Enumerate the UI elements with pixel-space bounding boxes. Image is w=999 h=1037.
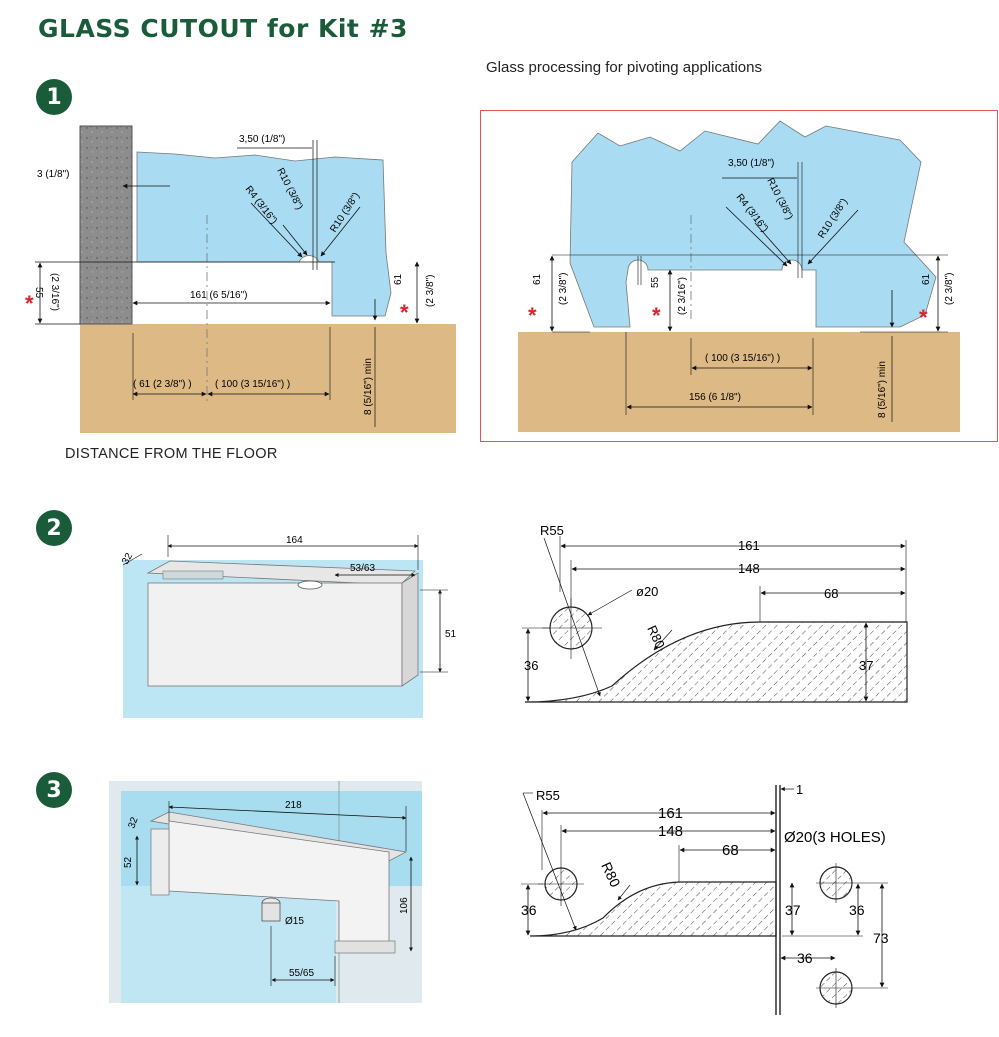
- dim-55-b: 55: [650, 276, 661, 288]
- dim-dia-20: ø20: [636, 584, 658, 599]
- dim-156: 156 (6 1/8"): [689, 392, 741, 403]
- patch-fitting-164-diagram: 164 53/63 32 51: [120, 535, 457, 718]
- cutout-profile: [524, 621, 908, 703]
- cutout-profile-3-holes-diagram: 1 R55 161 148 Ø20(3 HOLES) R80 68 36 37 …: [521, 782, 889, 1015]
- asterisk-55: *: [25, 291, 34, 316]
- dim-53-63: 53/63: [350, 563, 375, 574]
- dim-61-right-inch: (2 3/8"): [944, 273, 955, 305]
- asterisk-55-b: *: [652, 303, 661, 328]
- fitting-body: [147, 582, 403, 687]
- dim-148-b: 148: [658, 823, 683, 840]
- pivoting-frame: [480, 110, 998, 442]
- glass-panel-2: [569, 120, 937, 328]
- wall-column: [79, 125, 133, 325]
- dim-36: 36: [524, 658, 538, 673]
- dim-37: 37: [859, 658, 873, 673]
- dim-164: 164: [286, 535, 303, 546]
- dim-r55-b: R55: [536, 788, 560, 803]
- page-subtitle: Glass processing for pivoting applicatio…: [486, 59, 762, 76]
- dim-106: 106: [399, 897, 410, 914]
- pivoting-glass-processing-diagram: 3,50 (1/8") R10 (3/8") R4 (3/16") R10 (3…: [480, 110, 998, 442]
- dim-161-b: 161: [738, 538, 760, 553]
- dim-61-inch: (2 3/8"): [425, 275, 436, 307]
- asterisk-61-right: *: [919, 305, 928, 330]
- dim-8-min: 8 (5/16") min: [363, 358, 374, 415]
- asterisk-61: *: [400, 300, 409, 325]
- step-badge-1: 1: [36, 79, 72, 115]
- dim-51: 51: [445, 629, 457, 640]
- dim-55: 55: [33, 287, 44, 299]
- asterisk-61-left: *: [528, 303, 537, 328]
- dim-8-min-b: 8 (5/16") min: [877, 361, 888, 418]
- page-title: GLASS CUTOUT for Kit #3: [38, 14, 408, 43]
- dim-61: 61: [393, 273, 404, 285]
- dim-3-holes: Ø20(3 HOLES): [784, 829, 886, 846]
- dim-55-65: 55/65: [289, 968, 314, 979]
- dim-1: 1: [796, 782, 803, 797]
- dim-3-5-b: 3,50 (1/8"): [728, 158, 774, 169]
- dim-36-left: 36: [521, 902, 537, 918]
- dim-15: Ø15: [285, 916, 304, 927]
- dim-61-left: 61: [532, 273, 543, 285]
- dim-68-b: 68: [722, 842, 739, 859]
- dim-55-inch: (2 3/16"): [49, 273, 60, 311]
- patch-fitting-218-diagram: 218 32 52 106 Ø15 55/65: [109, 781, 422, 1003]
- dim-61-right: 61: [921, 273, 932, 285]
- dim-100-floor: ( 100 (3 15/16") ): [215, 379, 290, 390]
- glass-cutout-diagram-distance-from-floor: 3,50 (1/8") 3 (1/8") R10 (3/8") R4 (3/16…: [25, 125, 456, 433]
- dim-36-right: 36: [849, 902, 865, 918]
- dim-73: 73: [873, 930, 889, 946]
- dim-r55: R55: [540, 523, 564, 538]
- dim-52: 52: [123, 856, 134, 868]
- dim-r80-b: R80: [598, 860, 623, 890]
- dim-37-b: 37: [785, 902, 801, 918]
- dim-161: 161 (6 5/16"): [190, 290, 247, 301]
- step-badge-2: 2: [36, 510, 72, 546]
- dim-161-c: 161: [658, 805, 683, 822]
- dim-32-b: 32: [126, 815, 140, 830]
- step-badge-3: 3: [36, 772, 72, 808]
- cutout-profile-2: [529, 881, 777, 937]
- floor-area: [80, 324, 456, 433]
- dim-36-offset: 36: [797, 950, 813, 966]
- dim-3: 3 (1/8"): [37, 169, 69, 180]
- dim-r80: R80: [644, 623, 668, 651]
- dim-218: 218: [285, 800, 302, 811]
- dim-148: 148: [738, 561, 760, 576]
- dim-68: 68: [824, 586, 838, 601]
- dim-100-b: ( 100 (3 15/16") ): [705, 353, 780, 364]
- glass-panel: [136, 151, 392, 317]
- dim-55-b-inch: (2 3/16"): [677, 277, 688, 315]
- floor-area-2: [518, 332, 960, 432]
- dim-61-left-inch: (2 3/8"): [558, 273, 569, 305]
- dim-32: 32: [120, 551, 135, 567]
- dim-3-5: 3,50 (1/8"): [239, 134, 285, 145]
- dim-61-floor: ( 61 (2 3/8") ): [133, 379, 192, 390]
- cutout-profile-161-diagram: R55 161 148 ø20 R80 68 36 37: [522, 523, 908, 703]
- floor-distance-caption: DISTANCE FROM THE FLOOR: [65, 446, 278, 462]
